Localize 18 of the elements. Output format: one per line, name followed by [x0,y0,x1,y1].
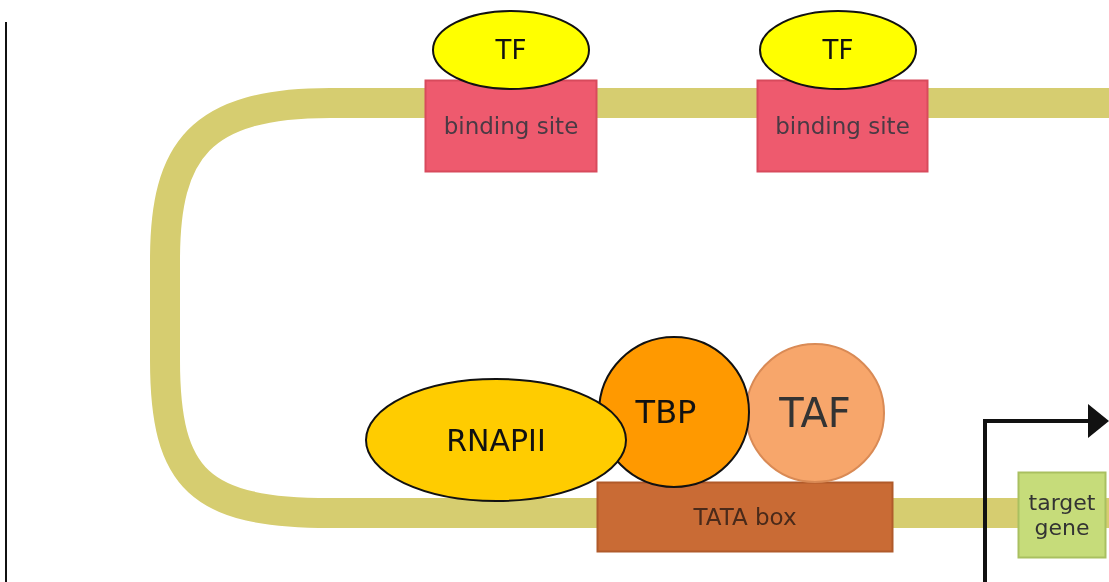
node-label: TF [495,35,527,65]
rna-polymerase-ellipse [365,378,627,502]
tata-box [597,482,893,552]
node-label: binding site [443,113,579,139]
transcription-factor-ellipse [432,10,590,90]
node-label: TF [822,35,854,65]
taf-circle [745,343,885,483]
target-gene-box [1018,472,1106,558]
transcription-factor-ellipse [759,10,917,90]
tbp-circle [598,336,750,488]
binding-site-box [757,80,928,172]
node-label: binding site [775,113,910,139]
binding-site-box [425,80,597,172]
node-label: RNAPII [446,422,546,458]
node-label: TATA box [693,504,797,530]
node-label: target gene [1027,490,1097,540]
node-label: TAF [779,390,851,436]
node-label: TBP [635,393,697,431]
